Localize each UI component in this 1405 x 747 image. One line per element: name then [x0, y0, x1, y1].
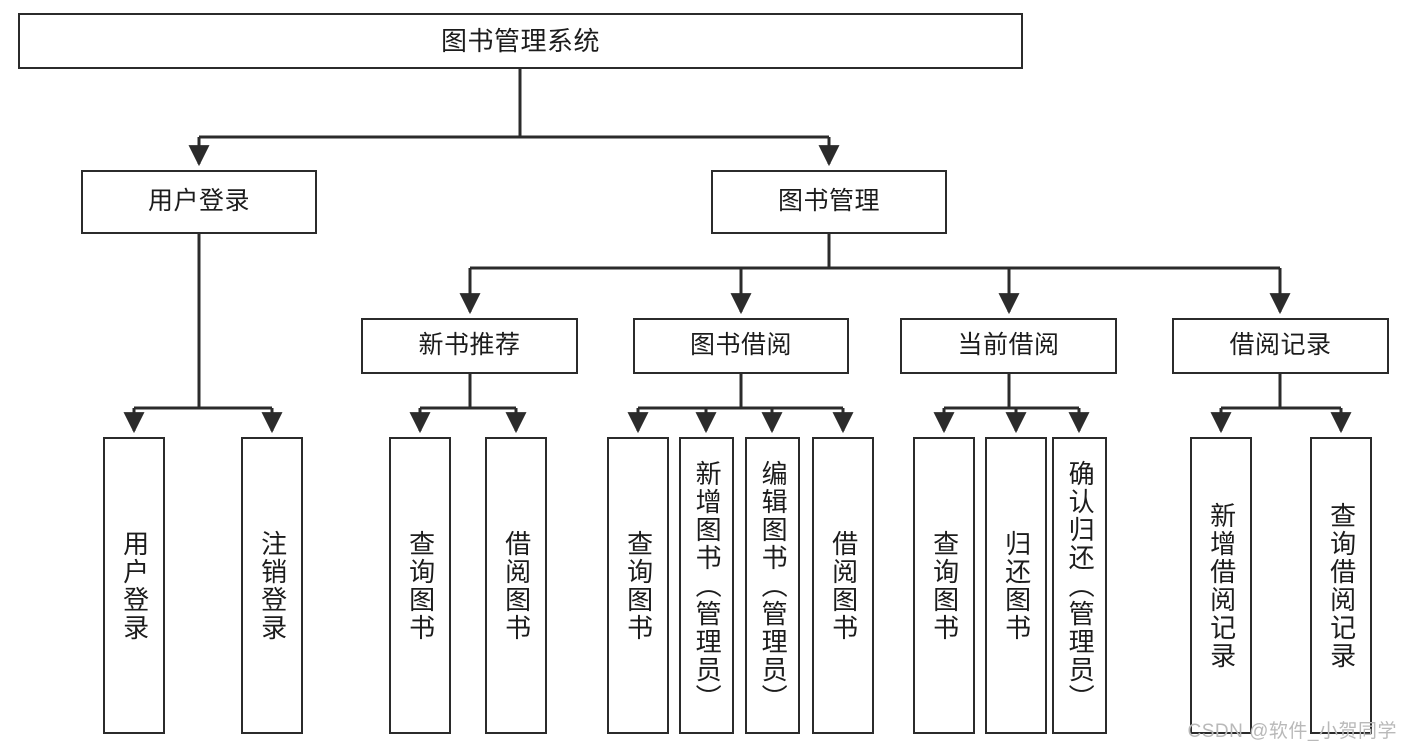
node-current-borrow[interactable]: 当前借阅: [900, 318, 1117, 374]
node-leaf-edit-book[interactable]: 编辑图书（管理员）: [745, 437, 800, 734]
node-leaf-add-book[interactable]: 新增图书（管理员）: [679, 437, 734, 734]
node-new-book-recommend-label: 新书推荐: [418, 331, 521, 360]
node-leaf-query-book-1[interactable]: 查询图书: [389, 437, 451, 734]
node-user-login[interactable]: 用户登录: [81, 170, 317, 234]
node-leaf-logout[interactable]: 注销登录: [241, 437, 303, 734]
node-leaf-add-book-label: 新增图书（管理员）: [692, 459, 723, 712]
node-leaf-user-login-label: 用户登录: [119, 529, 150, 642]
node-leaf-confirm-return-label: 确认归还（管理员）: [1065, 459, 1096, 712]
node-root[interactable]: 图书管理系统: [18, 13, 1023, 69]
node-book-borrow[interactable]: 图书借阅: [633, 318, 849, 374]
watermark: CSDN @软件_小贺同学: [1187, 721, 1397, 742]
node-leaf-query-record[interactable]: 查询借阅记录: [1310, 437, 1372, 734]
node-leaf-query-book-2[interactable]: 查询图书: [607, 437, 669, 734]
node-user-login-label: 用户登录: [147, 187, 250, 216]
node-book-management-label: 图书管理: [777, 187, 880, 216]
node-leaf-return-book[interactable]: 归还图书: [985, 437, 1047, 734]
node-borrow-record-label: 借阅记录: [1229, 331, 1332, 360]
node-new-book-recommend[interactable]: 新书推荐: [361, 318, 578, 374]
node-leaf-query-record-label: 查询借阅记录: [1326, 501, 1357, 670]
node-leaf-edit-book-label: 编辑图书（管理员）: [758, 459, 789, 712]
node-current-borrow-label: 当前借阅: [957, 331, 1060, 360]
node-borrow-record[interactable]: 借阅记录: [1172, 318, 1389, 374]
node-leaf-borrow-book-2[interactable]: 借阅图书: [812, 437, 874, 734]
node-leaf-query-book-2-label: 查询图书: [623, 529, 654, 642]
node-leaf-user-login[interactable]: 用户登录: [103, 437, 165, 734]
node-leaf-query-book-1-label: 查询图书: [405, 529, 436, 642]
node-leaf-logout-label: 注销登录: [257, 529, 288, 642]
node-root-label: 图书管理系统: [440, 25, 600, 56]
node-book-management[interactable]: 图书管理: [711, 170, 947, 234]
node-leaf-borrow-book-1[interactable]: 借阅图书: [485, 437, 547, 734]
node-leaf-borrow-book-1-label: 借阅图书: [501, 529, 532, 642]
node-leaf-confirm-return[interactable]: 确认归还（管理员）: [1052, 437, 1107, 734]
node-leaf-query-book-3-label: 查询图书: [929, 529, 960, 642]
node-book-borrow-label: 图书借阅: [689, 331, 792, 360]
node-leaf-add-record-label: 新增借阅记录: [1206, 501, 1237, 670]
node-leaf-add-record[interactable]: 新增借阅记录: [1190, 437, 1252, 734]
node-leaf-query-book-3[interactable]: 查询图书: [913, 437, 975, 734]
node-leaf-return-book-label: 归还图书: [1001, 529, 1032, 642]
node-leaf-borrow-book-2-label: 借阅图书: [828, 529, 859, 642]
